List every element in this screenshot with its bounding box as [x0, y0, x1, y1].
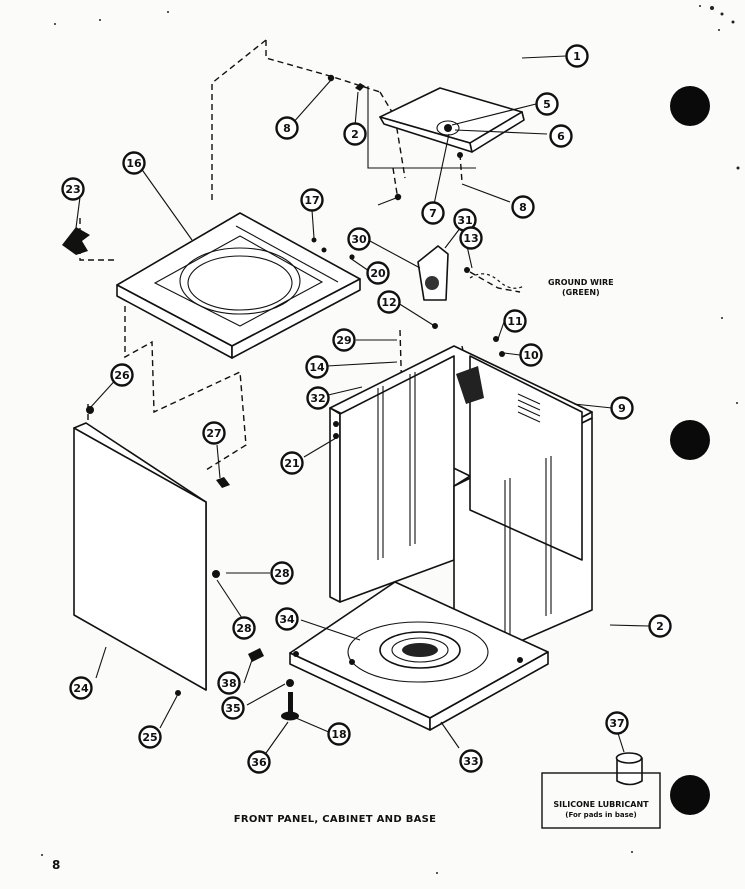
callout-10: 10	[519, 343, 543, 367]
lid-hardware	[327, 74, 402, 201]
callout-number: 9	[618, 402, 626, 415]
diagram-caption: FRONT PANEL, CABINET AND BASE	[234, 814, 437, 825]
callout-number: 10	[523, 349, 539, 362]
callout-number: 2	[351, 128, 359, 141]
bracket-part-31	[349, 245, 525, 329]
leader-lines	[75, 55, 650, 754]
callout-number: 29	[336, 334, 351, 347]
callout-number: 13	[463, 232, 478, 245]
callout-number: 32	[310, 392, 325, 405]
callout-13: 13	[459, 226, 483, 250]
callout-6: 6	[549, 124, 573, 148]
ground-wire-label: GROUND WIRE	[548, 278, 614, 287]
ground-wire-sublabel: (GREEN)	[562, 288, 600, 297]
callout-number: 26	[114, 369, 130, 382]
callout-31: 31	[453, 208, 477, 232]
leveling-leg	[281, 679, 299, 721]
callout-26: 26	[110, 363, 134, 387]
callout-17: 17	[300, 188, 324, 212]
callout-24: 24	[69, 676, 93, 700]
callout-2: 2	[343, 122, 367, 146]
callout-number: 37	[609, 717, 624, 730]
callout-number: 8	[519, 201, 527, 214]
callout-number: 12	[381, 296, 396, 309]
callout-14: 14	[305, 355, 329, 379]
callout-2: 2	[648, 614, 672, 638]
callout-37: 37	[605, 711, 629, 735]
page-number: 8	[52, 858, 60, 872]
callout-28: 28	[270, 561, 294, 585]
callout-8: 8	[511, 195, 535, 219]
callout-8: 8	[275, 116, 299, 140]
callout-12: 12	[377, 290, 401, 314]
callout-number: 8	[283, 122, 291, 135]
callout-34: 34	[275, 607, 299, 631]
binder-hole-bottom	[670, 775, 710, 815]
callout-number: 34	[279, 613, 295, 626]
callout-11: 11	[503, 309, 527, 333]
callout-23: 23	[61, 177, 85, 201]
callout-number: 27	[206, 427, 221, 440]
callout-38: 38	[217, 671, 241, 695]
callout-29: 29	[332, 328, 356, 352]
callout-30: 30	[347, 227, 371, 251]
silicone-lubricant-can	[541, 752, 661, 829]
callout-number: 20	[370, 267, 386, 280]
callout-number: 31	[457, 214, 472, 227]
callout-27: 27	[202, 421, 226, 445]
callout-36: 36	[247, 750, 271, 774]
scan-specks	[41, 5, 740, 874]
lubricant-sublabel: (For pads in base)	[565, 811, 636, 819]
callout-number: 35	[225, 702, 240, 715]
callout-32: 32	[306, 386, 330, 410]
callout-5: 5	[535, 92, 559, 116]
callout-28: 28	[232, 616, 256, 640]
binder-hole-middle	[670, 420, 710, 460]
callout-number: 18	[331, 728, 346, 741]
callout-number: 33	[463, 755, 478, 768]
binder-hole-top	[670, 86, 710, 126]
callout-number: 30	[351, 233, 367, 246]
callout-number: 5	[543, 98, 551, 111]
clip-part-23	[62, 227, 90, 255]
callout-number: 14	[309, 361, 325, 374]
callout-number: 24	[73, 682, 89, 695]
callout-20: 20	[366, 261, 390, 285]
callout-7: 7	[421, 201, 445, 225]
callout-number: 28	[274, 567, 289, 580]
top-panel	[116, 212, 361, 359]
callout-21: 21	[280, 451, 304, 475]
lubricant-label: SILICONE LUBRICANT	[553, 800, 649, 809]
callout-9: 9	[610, 396, 634, 420]
front-panel	[73, 406, 264, 696]
callout-number: 17	[304, 194, 319, 207]
callout-number: 28	[236, 622, 251, 635]
assembly-dashed-lines	[79, 39, 521, 471]
callout-number: 2	[656, 620, 664, 633]
callout-1: 1	[565, 44, 589, 68]
callout-16: 16	[122, 151, 146, 175]
callout-number: 38	[221, 677, 236, 690]
base	[289, 581, 549, 731]
callout-25: 25	[138, 725, 162, 749]
callout-number: 25	[142, 731, 157, 744]
callout-number: 36	[251, 756, 267, 769]
lid	[367, 86, 525, 169]
callout-number: 21	[284, 457, 299, 470]
callout-number: 6	[557, 130, 565, 143]
callout-35: 35	[221, 696, 245, 720]
callout-number: 23	[65, 183, 80, 196]
callout-33: 33	[459, 749, 483, 773]
callout-18: 18	[327, 722, 351, 746]
callout-number: 11	[507, 315, 522, 328]
callout-number: 7	[429, 207, 437, 220]
callout-number: 16	[126, 157, 142, 170]
cabinet	[329, 336, 593, 671]
callout-number: 1	[573, 50, 581, 63]
